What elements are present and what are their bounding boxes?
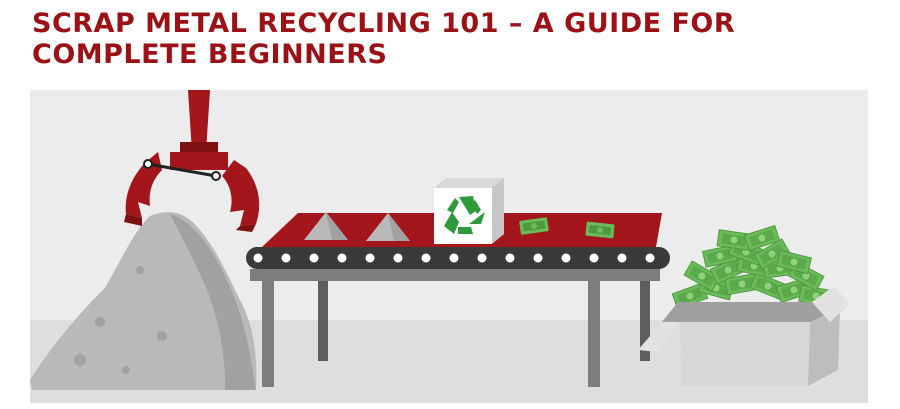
conveyor-roller bbox=[561, 253, 571, 263]
money-box-icon bbox=[638, 224, 850, 386]
conveyor-roller bbox=[393, 253, 403, 263]
banknote-icon bbox=[743, 224, 781, 252]
scrap-lump-2 bbox=[366, 213, 410, 241]
scrap-lump-1 bbox=[304, 212, 348, 240]
conveyor-roller bbox=[281, 253, 291, 263]
conveyor-roller bbox=[421, 253, 431, 263]
conveyor-roller bbox=[589, 253, 599, 263]
conveyor-roller bbox=[337, 253, 347, 263]
conveyor-roller bbox=[533, 253, 543, 263]
banknote-icon bbox=[775, 249, 813, 275]
scrap-pile-icon bbox=[30, 212, 257, 390]
conveyor-roller bbox=[617, 253, 627, 263]
conveyor-roller bbox=[365, 253, 375, 263]
conveyor-roller bbox=[505, 253, 515, 263]
conveyor-roller bbox=[449, 253, 459, 263]
banknote-icon bbox=[753, 238, 791, 270]
conveyor-roller bbox=[645, 253, 655, 263]
banknote-icon bbox=[683, 260, 721, 292]
banknote-icon bbox=[702, 244, 738, 268]
claw-icon bbox=[124, 90, 260, 232]
banknote-icon bbox=[724, 272, 760, 296]
recycle-icon bbox=[444, 196, 485, 234]
conveyor-roller bbox=[477, 253, 487, 263]
recycle-box bbox=[434, 178, 504, 244]
recycling-illustration bbox=[30, 90, 868, 403]
banknote-icon bbox=[519, 217, 549, 235]
hero-illustration bbox=[30, 90, 868, 403]
page-title: SCRAP METAL RECYCLING 101 – A GUIDE FOR … bbox=[32, 8, 736, 70]
banknote-icon bbox=[716, 229, 752, 251]
conveyor-roller bbox=[253, 253, 263, 263]
banknote-icon bbox=[585, 221, 615, 239]
conveyor-roller bbox=[309, 253, 319, 263]
